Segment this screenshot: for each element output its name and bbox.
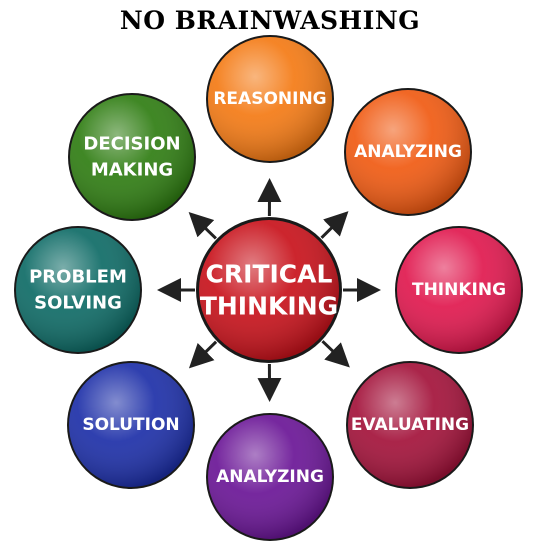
center-shine xyxy=(199,220,339,360)
node-evaluating: EVALUATING xyxy=(346,361,474,489)
node-label: SOLVING xyxy=(34,293,122,314)
nodes-group: REASONING ANALYZING THINKING EVALUATING ANAL… xyxy=(14,35,523,541)
arrow-solution xyxy=(188,340,218,369)
node-thinking: THINKING xyxy=(395,226,523,354)
node-label: REASONING xyxy=(213,89,326,109)
page-title: NO BRAINWASHING xyxy=(119,6,421,35)
arrow-decision-making xyxy=(188,211,217,240)
node-shine xyxy=(397,228,521,352)
node-analyzing-top: ANALYZING xyxy=(344,88,472,216)
node-label: SOLUTION xyxy=(82,415,179,435)
node-label: ANALYZING xyxy=(216,467,324,487)
node-shine xyxy=(208,37,332,161)
node-label: ANALYZING xyxy=(354,142,462,162)
center-node: CRITICAL THINKING xyxy=(196,217,342,363)
node-reasoning: REASONING xyxy=(206,35,334,163)
node-label: THINKING xyxy=(412,280,506,300)
node-shine xyxy=(16,228,140,352)
arrow-evaluating xyxy=(321,340,350,368)
node-label: PROBLEM xyxy=(29,267,127,288)
arrow-analyzing-top xyxy=(320,211,349,239)
node-shine xyxy=(70,95,194,219)
center-label: CRITICAL xyxy=(206,260,333,289)
node-problem-solving: PROBLEM SOLVING xyxy=(14,226,142,354)
node-analyzing-bottom: ANALYZING xyxy=(206,413,334,541)
node-label: DECISION xyxy=(83,134,180,155)
center-label: THINKING xyxy=(200,292,338,321)
node-shine xyxy=(208,415,332,539)
node-label: MAKING xyxy=(91,160,173,181)
node-decision-making: DECISION MAKING xyxy=(68,93,196,221)
node-shine xyxy=(69,363,193,487)
arrows-group xyxy=(157,178,381,402)
node-shine xyxy=(348,363,472,487)
node-solution: SOLUTION xyxy=(67,361,195,489)
node-label: EVALUATING xyxy=(351,415,469,435)
node-shine xyxy=(346,90,470,214)
